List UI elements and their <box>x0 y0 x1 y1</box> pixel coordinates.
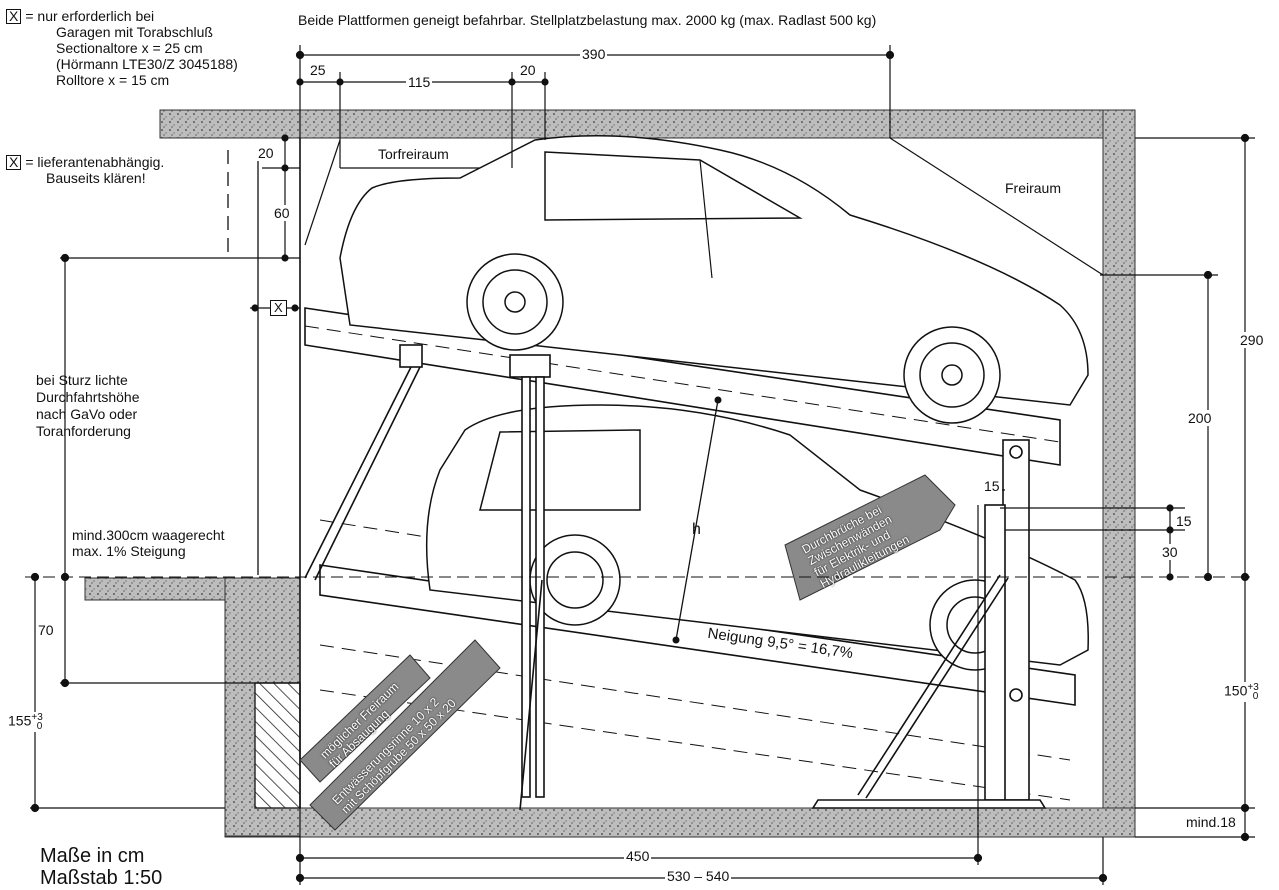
dim-155: 155+30 <box>6 712 45 733</box>
dim-70: 70 <box>36 622 56 638</box>
waagerecht-note: mind.300cm waagerecht max. 1% Steigung <box>72 527 225 559</box>
dim-290: 290 <box>1238 332 1266 348</box>
torfreiraum-label: Torfreiraum <box>378 146 449 162</box>
dim-20-top: 20 <box>518 62 538 78</box>
sturz-note: bei Sturz lichte Durchfahrtshöhe nach Ga… <box>36 372 140 439</box>
freiraum-label: Freiraum <box>1005 180 1062 196</box>
footer-scale: Maße in cm Maßstab 1:50 <box>40 845 163 889</box>
floor-slab <box>224 807 1136 838</box>
freiraum-arrow <box>299 654 431 783</box>
legend-note-2: X= lieferantenabhängig. Bauseits klären! <box>6 154 164 186</box>
right-wall <box>1102 109 1136 838</box>
dim-60: 60 <box>272 205 292 221</box>
dim-20: 20 <box>256 145 276 161</box>
right-column <box>811 439 1047 809</box>
dim-15-a: 15 <box>982 478 1002 494</box>
support-posts <box>304 344 551 811</box>
dim-200: 200 <box>1186 410 1214 426</box>
ceiling-slab <box>159 109 1136 139</box>
dim-150: 150+30 <box>1222 682 1261 703</box>
x-marker-icon: X <box>270 300 287 316</box>
entrance-ground <box>84 577 301 837</box>
top-note: Beide Plattformen geneigt befahrbar. Ste… <box>298 12 877 28</box>
dim-15-b: 15 <box>1174 513 1194 529</box>
dim-25: 25 <box>308 62 328 78</box>
dim-450: 450 <box>624 848 652 864</box>
entwaesserung-arrow <box>309 639 501 831</box>
x-symbol-icon: X <box>6 9 22 24</box>
dim-30: 30 <box>1160 544 1180 560</box>
dim-mind-18: mind.18 <box>1184 814 1238 830</box>
dim-390: 390 <box>580 46 608 62</box>
upper-car <box>339 135 1089 424</box>
h-label: h <box>692 521 701 538</box>
dim-115: 115 <box>406 74 433 90</box>
dimension-lines <box>30 45 1255 885</box>
legend-note-1: X= nur erforderlich bei Garagen mit Tora… <box>6 8 238 88</box>
durchbruch-arrow <box>784 474 956 601</box>
x-symbol-icon: X <box>6 155 22 170</box>
dim-530-540: 530 – 540 <box>665 868 732 884</box>
upper-platform <box>304 307 1061 466</box>
